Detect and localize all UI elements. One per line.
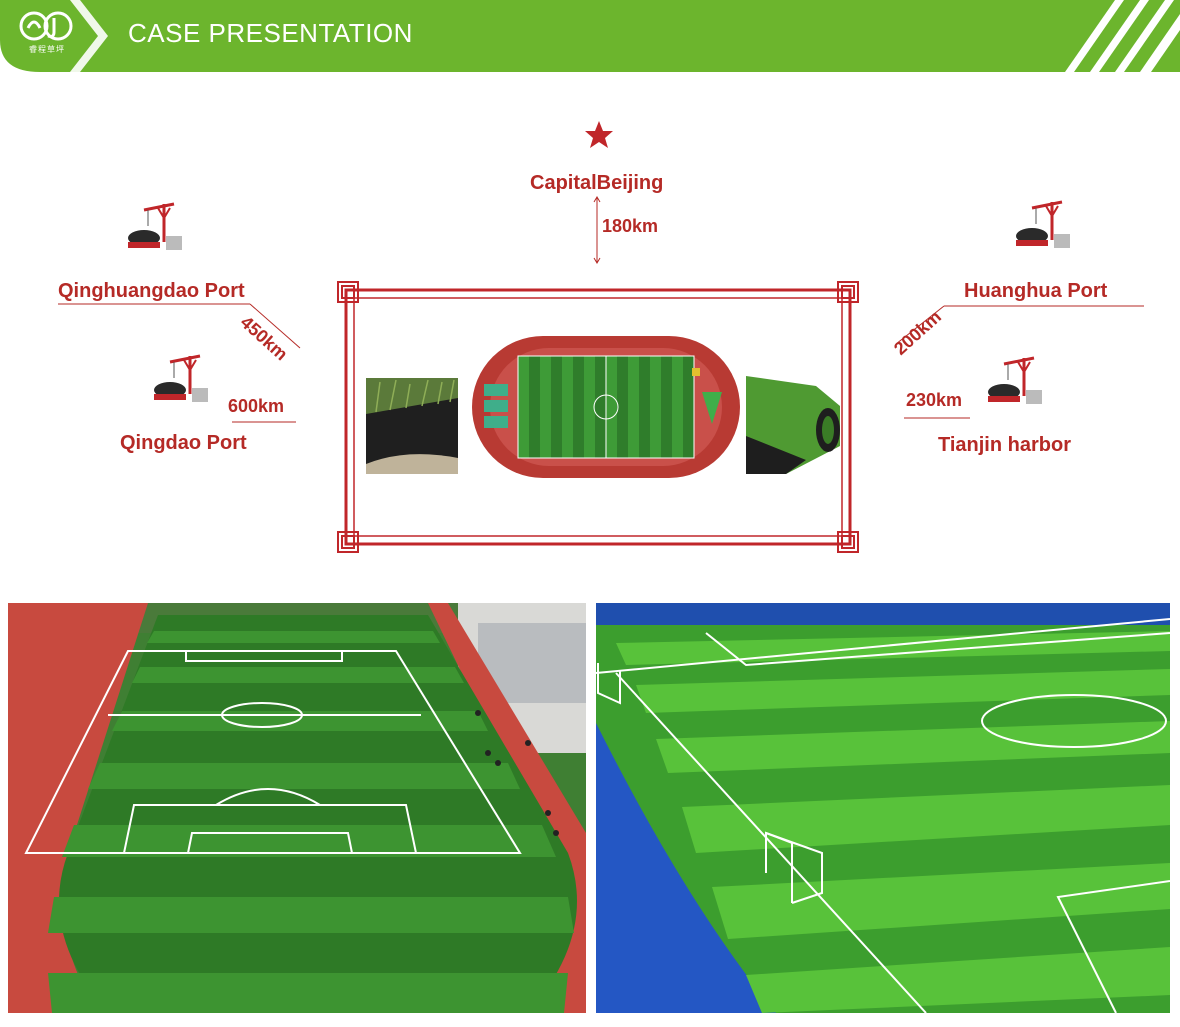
port-distance: 450km — [236, 312, 292, 365]
capital-label: CapitalBeijing — [530, 172, 664, 194]
capital-distance: 180km — [602, 216, 659, 236]
stadium-photo-blue-track — [596, 603, 1170, 1013]
stadium-photo-red-track — [8, 603, 586, 1013]
star-icon — [584, 120, 614, 150]
stadium-diagram — [470, 334, 742, 480]
logo-icon — [18, 8, 76, 44]
turf-roll-image — [746, 376, 840, 474]
turf-sample-image — [366, 378, 458, 474]
decorative-frame — [336, 280, 860, 554]
port-distance: 200km — [890, 306, 946, 359]
port-distance: 600km — [228, 396, 285, 416]
port-distance: 230km — [906, 390, 963, 410]
crane-ship-icon — [1012, 196, 1072, 252]
logo-text: 睿程草坪 — [29, 45, 65, 54]
header-banner: 睿程草坪 CASE PRESENTATION — [0, 0, 1180, 72]
port-name: Tianjin harbor — [938, 434, 1071, 456]
crane-ship-icon — [984, 352, 1044, 408]
crane-ship-icon — [150, 350, 210, 406]
port-name: Huanghua Port — [964, 280, 1108, 302]
vertical-arrow — [592, 196, 602, 264]
crane-ship-icon — [124, 198, 184, 254]
port-name: Qinghuangdao Port — [58, 280, 245, 302]
port-name: Qingdao Port — [120, 432, 247, 454]
page-title: CASE PRESENTATION — [128, 18, 413, 48]
